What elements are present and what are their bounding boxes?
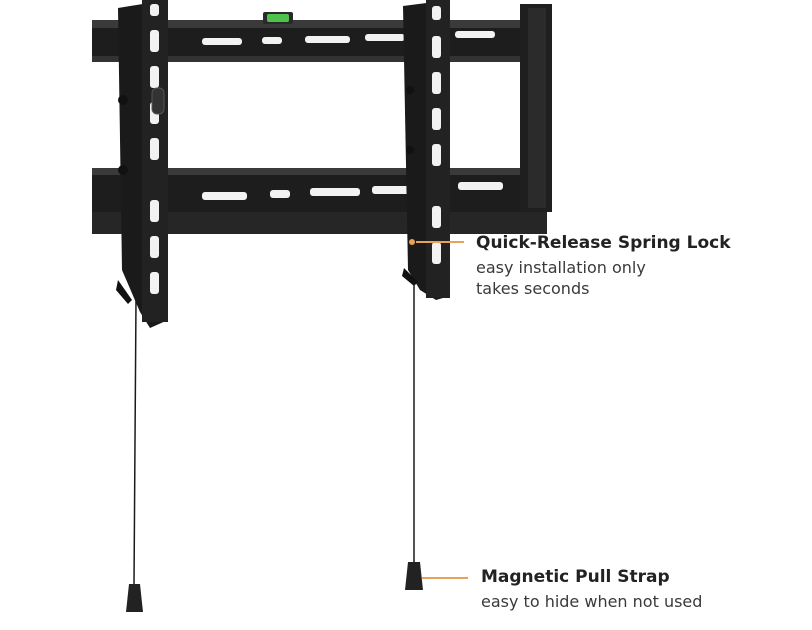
right-pull-strap (405, 282, 423, 590)
left-pull-strap (126, 299, 143, 612)
spring-lock-title: Quick-Release Spring Lock (476, 233, 731, 253)
pull-strap-callout: Magnetic Pull Strap easy to hide when no… (481, 566, 702, 612)
right-end-bracket (520, 4, 552, 212)
pull-strap-desc: easy to hide when not used (481, 592, 703, 611)
pull-strap-title: Magnetic Pull Strap (481, 567, 670, 587)
pull-strap-leader-line (422, 577, 468, 579)
spring-lock-desc-line2: takes seconds (476, 279, 590, 298)
rail-slots (202, 31, 503, 200)
spring-lock-leader-line (416, 241, 464, 243)
right-vertical-arm (402, 0, 450, 300)
left-vertical-arm (116, 0, 168, 328)
bubble-level (263, 12, 293, 24)
spring-lock-desc-line1: easy installation only (476, 258, 646, 277)
spring-lock-callout: Quick-Release Spring Lock easy installat… (476, 232, 731, 299)
